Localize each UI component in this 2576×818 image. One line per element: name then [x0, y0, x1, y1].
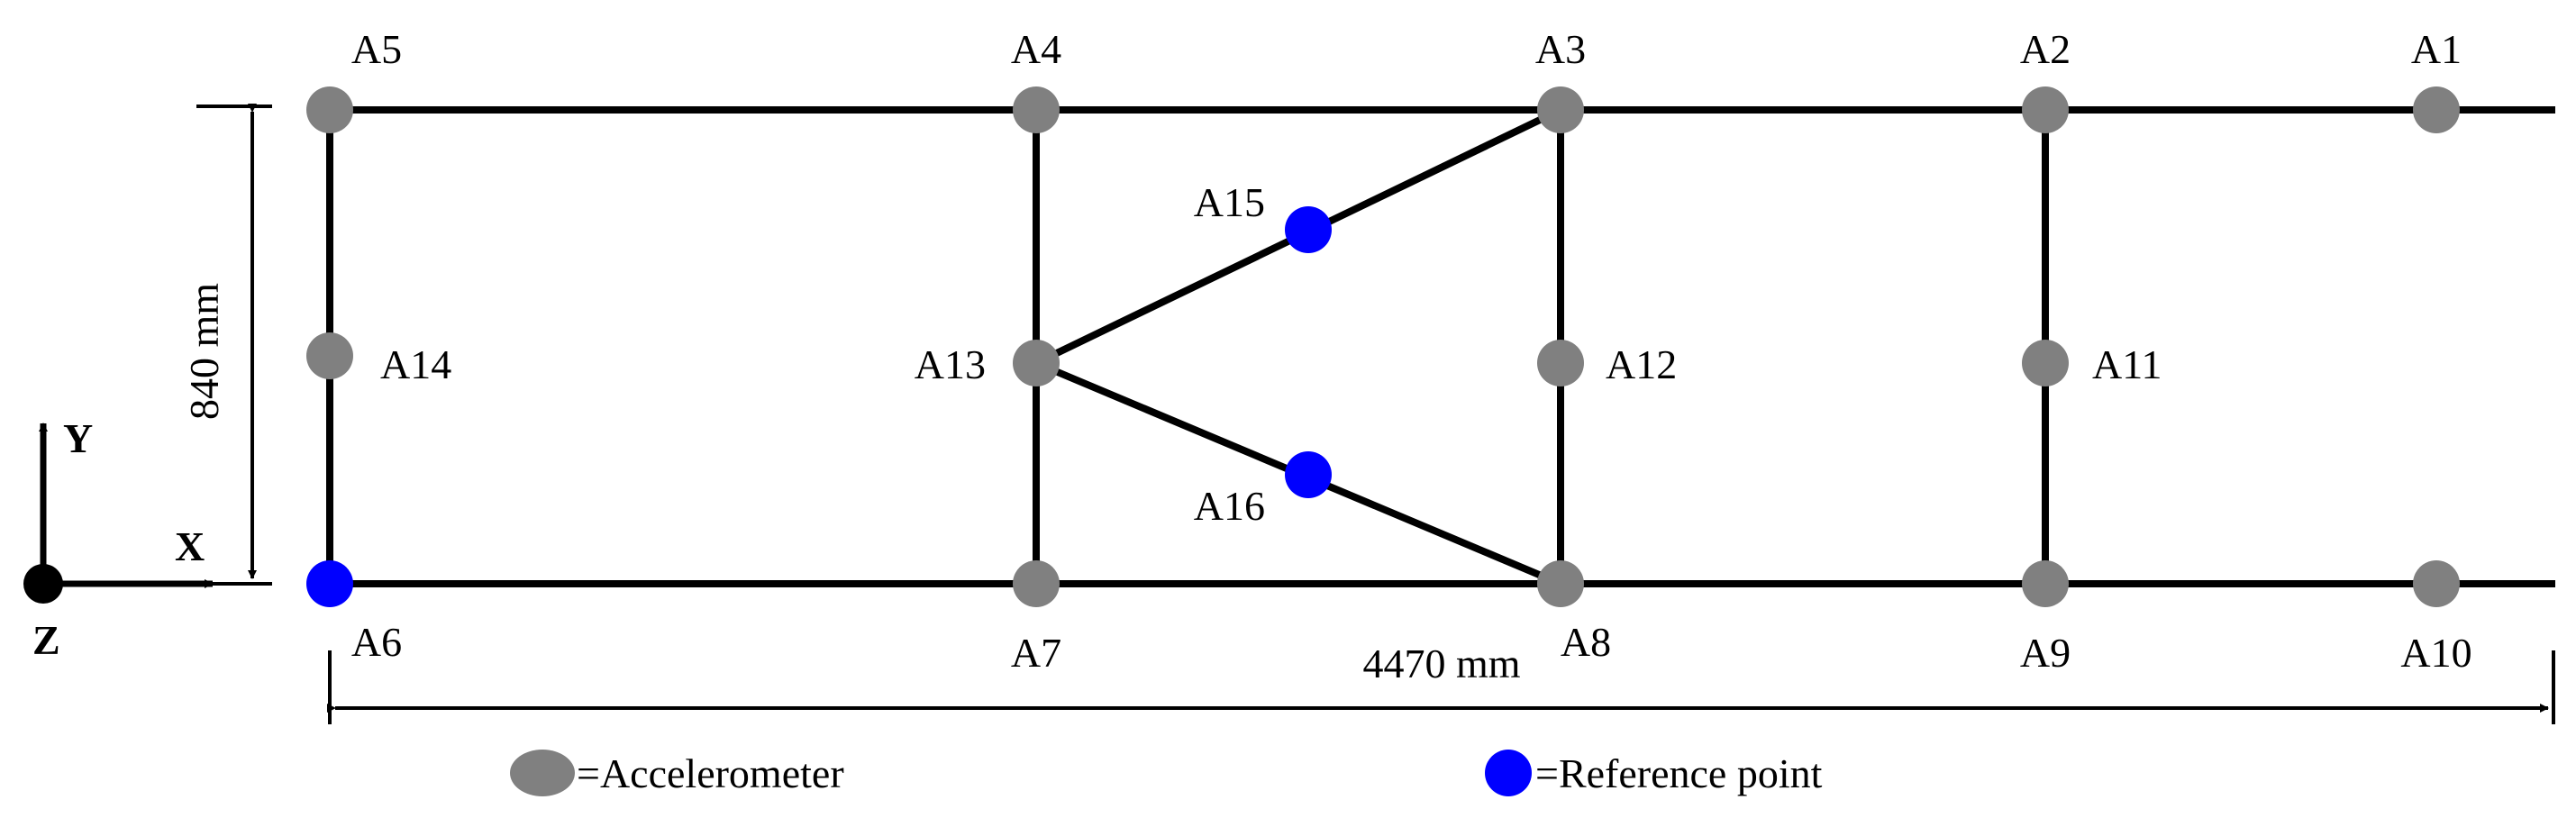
y-axis-label: Y [63, 415, 93, 461]
node-a1 [2413, 86, 2460, 133]
node-a10 [2413, 560, 2460, 607]
node-label-a2: A2 [2020, 26, 2071, 72]
node-label-a12: A12 [1606, 341, 1677, 387]
measurement-points [306, 86, 2460, 607]
node-a3 [1537, 86, 1584, 133]
node-a2 [2022, 86, 2069, 133]
z-axis-label: Z [32, 617, 60, 663]
coordinate-axes: Y X Z [23, 415, 214, 663]
node-label-a11: A11 [2092, 341, 2162, 387]
length-dimension: 4470 mm [327, 641, 2555, 724]
node-label-a14: A14 [380, 341, 451, 387]
node-label-a16: A16 [1194, 483, 1265, 529]
length-dimension-label: 4470 mm [1362, 641, 1520, 686]
node-label-a1: A1 [2411, 26, 2462, 72]
node-label-a7: A7 [1011, 630, 1061, 676]
node-label-a5: A5 [351, 26, 402, 72]
node-label-a3: A3 [1535, 26, 1586, 72]
node-label-a4: A4 [1011, 26, 1061, 72]
node-a9 [2022, 560, 2069, 607]
node-label-a9: A9 [2020, 630, 2071, 676]
node-labels: A1 A2 A3 A4 A5 A6 A7 A8 A9 A10 A11 A12 A… [351, 26, 2472, 676]
node-a12 [1537, 340, 1584, 386]
node-a16 [1285, 451, 1332, 498]
node-label-a10: A10 [2400, 630, 2471, 676]
node-label-a6: A6 [351, 619, 402, 665]
node-a11 [2022, 340, 2069, 386]
node-a14 [306, 332, 353, 379]
node-a8 [1537, 560, 1584, 607]
node-label-a15: A15 [1194, 179, 1265, 225]
x-axis-label: X [175, 523, 205, 569]
node-a5 [306, 86, 353, 133]
node-a7 [1013, 560, 1060, 607]
height-dimension-label: 840 mm [181, 283, 227, 420]
node-a13 [1013, 340, 1060, 386]
legend-accelerometer-label: =Accelerometer [577, 750, 844, 796]
legend: =Accelerometer =Reference point [510, 750, 1823, 796]
legend-reference-point-marker [1485, 750, 1532, 796]
node-a6 [306, 560, 353, 607]
node-a15 [1285, 206, 1332, 253]
frame-beams [326, 106, 2555, 587]
z-axis-origin [23, 564, 63, 604]
node-label-a13: A13 [915, 341, 986, 387]
legend-reference-point-label: =Reference point [1535, 750, 1823, 796]
node-a4 [1013, 86, 1060, 133]
node-label-a8: A8 [1561, 619, 1611, 665]
legend-accelerometer-marker [510, 750, 575, 796]
height-dimension: 840 mm [181, 104, 272, 586]
